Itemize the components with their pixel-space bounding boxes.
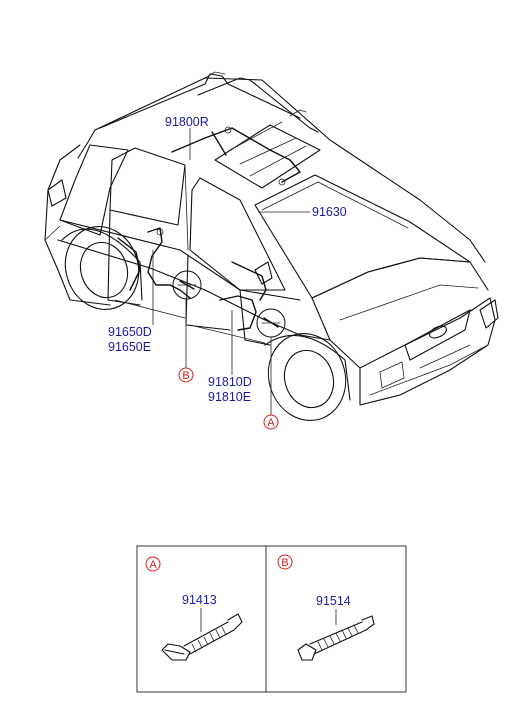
detail-b-ref: B [281,557,288,569]
harness-wires [117,126,301,331]
detail-cell-b: B 91514 [277,554,375,661]
grommet-location-a [256,308,286,338]
detail-a-ref: A [149,559,157,571]
detail-panel: A 91413 B 91514 [136,545,407,693]
callout-front-door-harness-d: 91650D [108,325,152,339]
detail-a-part-number: 91413 [182,593,217,607]
grommet-location-b [172,270,202,300]
ref-marker-a: A [263,414,279,430]
callout-roof-harness: 91800R [165,115,209,129]
detail-b-part-number: 91514 [316,594,351,608]
front-door-wire [147,227,191,299]
connector-icon [224,126,232,134]
front-door-loop [117,237,141,291]
roof-harness-wire [171,127,301,183]
connector-icon [156,228,164,236]
detail-cell-a: A 91413 [145,556,243,661]
callout-front-door-harness-e: 91650E [108,340,151,354]
callout-rear-door-harness-e: 91810E [208,390,251,404]
grommet-91413-icon [161,613,243,661]
vehicle-illustration [44,71,499,422]
ref-marker-b-label: B [182,370,189,382]
ref-marker-a-label: A [267,417,275,429]
callout-rear-door-harness-d: 91810D [208,375,252,389]
connector-icon [278,178,286,186]
rear-door-wire [219,295,257,331]
callout-labels: 91800R 91630 91650D 91650E 91810D 91810E [108,115,347,404]
callout-roof-wire: 91630 [312,205,347,219]
leader-lines [152,128,310,415]
ref-marker-b: B [178,367,194,383]
rear-door-loop [231,261,267,301]
roof-rear-wire [211,131,227,156]
grommet-91514-icon [297,615,375,661]
